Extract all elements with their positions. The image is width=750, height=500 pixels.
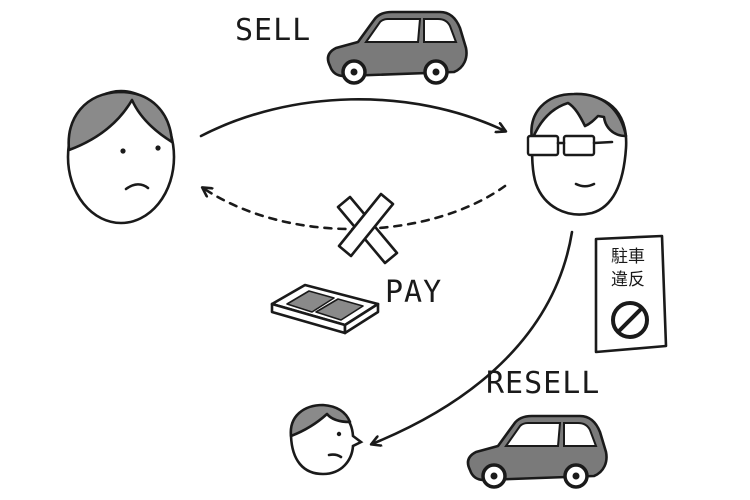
sign-text-line1: 駐車 <box>611 247 645 267</box>
cross-mark-icon <box>336 192 399 265</box>
buyer-face-icon <box>526 92 628 216</box>
sell-label: SELL <box>235 13 311 48</box>
car-icon <box>466 414 608 489</box>
sign-text-line2: 違反 <box>611 270 645 290</box>
no-parking-sign-icon: 駐車 違反 <box>594 234 668 354</box>
resell-arrow <box>372 230 574 444</box>
sell-arrow <box>199 97 505 138</box>
seller-face-icon <box>66 89 176 225</box>
cash-bundle-icon <box>270 283 380 335</box>
third-person-face-icon <box>289 403 364 476</box>
pay-label: PAY <box>385 275 442 310</box>
car-icon <box>326 10 468 85</box>
resell-label: RESELL <box>486 366 600 401</box>
